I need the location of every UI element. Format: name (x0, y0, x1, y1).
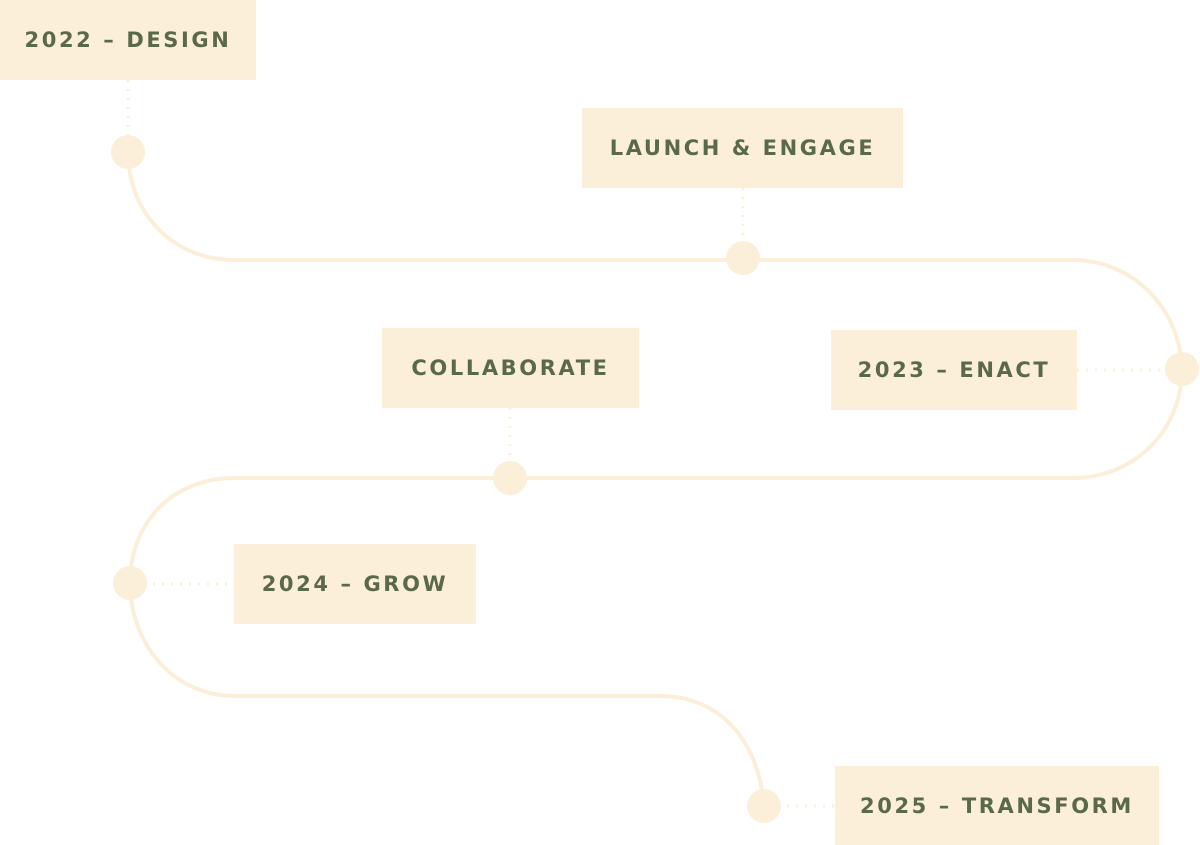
node-collaborate (493, 461, 527, 495)
roadmap-path (126, 151, 1185, 806)
milestone-launch-label: LAUNCH & ENGAGE (582, 108, 903, 188)
node-grow (113, 566, 147, 600)
milestone-grow-label: 2024 – GROW (234, 544, 476, 624)
node-enact (1165, 352, 1199, 386)
node-transform (747, 789, 781, 823)
milestone-enact-label: 2023 – ENACT (831, 330, 1077, 410)
milestone-design-label: 2022 – DESIGN (0, 0, 256, 80)
node-design (111, 135, 145, 169)
milestone-transform-label: 2025 – TRANSFORM (835, 766, 1159, 845)
milestone-collaborate-label: COLLABORATE (382, 328, 639, 408)
node-launch (726, 241, 760, 275)
